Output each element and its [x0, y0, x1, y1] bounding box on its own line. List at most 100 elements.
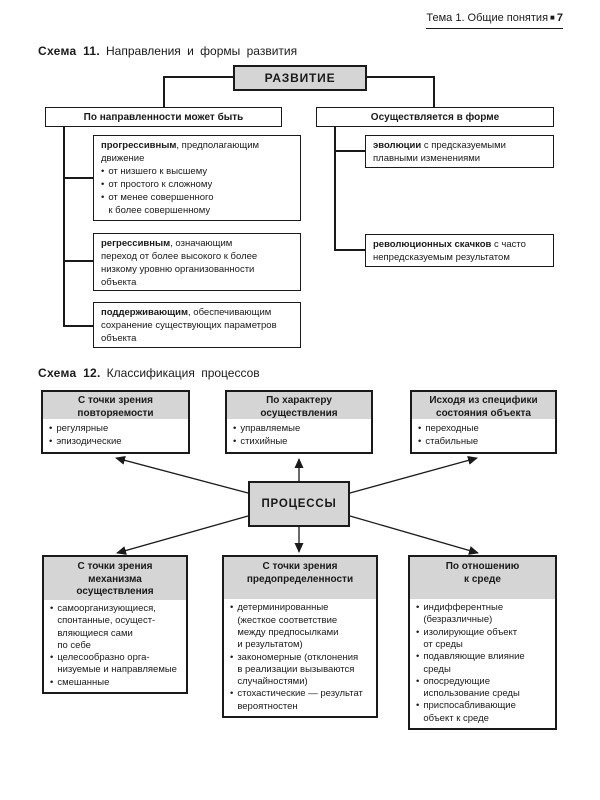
bullet-dot: • [230, 651, 234, 663]
bullet-dot: • [416, 602, 420, 614]
schema11-label: Схема 11. [38, 44, 101, 58]
child-box-revolutionary: революционных скачков с часто непредсказ… [365, 234, 554, 267]
category-box-environment: По отношению к среде •индифферентные (бе… [408, 555, 557, 730]
category-box-repeatability: С точки зрения повторяемости •регулярные… [41, 390, 190, 454]
bullet-item: •закономерные (отклонения в реализации в… [230, 651, 359, 688]
bullet-item: •опосредующие использование среды [416, 675, 520, 700]
term-progressive-desc: , предполагающим движение [101, 140, 260, 164]
arrow-line-up-left [115, 455, 249, 494]
bullet-dot: • [416, 700, 420, 712]
connector-line [334, 127, 336, 250]
bullet-item: •от менее совершенного к более совершенн… [101, 192, 214, 216]
term-evolution-desc: с предсказуемыми плавными изменениями [373, 140, 506, 164]
child-box-evolution: эволюции с предсказуемыми плавными измен… [365, 135, 554, 168]
processes-label: ПРОЦЕССЫ [261, 498, 337, 510]
term-regressive-desc: , означающим переход от более высокого к… [101, 238, 258, 288]
connector-line [334, 150, 365, 152]
bullet-item: •от низшего к высшему [101, 166, 208, 177]
schema11-title: Направления и формы развития [106, 44, 298, 58]
term-revolutionary-desc: с часто непредсказуемым результатом [373, 239, 526, 263]
connector-line [334, 249, 365, 251]
bullet-dot: • [50, 652, 54, 664]
bullet-dot: • [230, 602, 234, 614]
term-regressive: регрессивным [101, 238, 171, 249]
form-branch-label: Осуществляется в форме [370, 111, 500, 123]
bullet-dot: • [233, 423, 237, 434]
bullet-item: •управляемые [233, 423, 301, 434]
bullet-item: •приспосабливающие объект к среде [416, 700, 516, 724]
schema11-caption: Схема 11. Направления и формы развития [38, 44, 297, 58]
bullet-item: •самоорганизующиеся, спонтанные, осущест… [50, 602, 156, 651]
bullet-item: •эпизодические [49, 436, 122, 447]
bullet-dot: • [418, 423, 422, 434]
bullet-item: •смешанные [50, 676, 110, 688]
bullet-item: •стихийные [233, 436, 288, 447]
direction-branch-header: По направленности может быть [45, 107, 282, 127]
bullet-item: •переходные [418, 423, 479, 434]
direction-branch-label: По направленности может быть [83, 111, 244, 123]
connector-line [367, 76, 435, 78]
page-header: Тема 1. Общие понятия■7 [426, 12, 563, 29]
page-header-text: Тема 1. Общие понятия [426, 12, 549, 24]
category-box-character: По характеру осуществления •управляемые … [225, 390, 373, 454]
category-header: По характеру осуществления [227, 392, 371, 419]
schema12-label: Схема 12. [38, 366, 101, 380]
development-root-box: РАЗВИТИЕ [233, 65, 367, 91]
bullet-dot: • [50, 602, 54, 614]
child-box-sustaining: поддерживающим, обеспечивающим сохранени… [93, 302, 301, 348]
bullet-item: •целесообразно орга- низуемые и направля… [50, 652, 177, 676]
term-progressive: прогрессивным [101, 140, 177, 151]
bullet-dot: • [101, 179, 105, 190]
bullet-item: •регулярные [49, 423, 109, 434]
bullet-dot: • [101, 166, 105, 177]
bullet-item: •от простого к сложному [101, 179, 213, 190]
connector-line [63, 260, 93, 262]
bullet-item: •стабильные [418, 436, 479, 447]
arrow-line-up-right [349, 456, 478, 494]
development-root-label: РАЗВИТИЕ [264, 71, 336, 85]
bullet-dot: • [416, 651, 420, 663]
bullet-item: •изолирующие объект от среды [416, 626, 518, 650]
connector-line [163, 76, 233, 78]
schema12-caption: Схема 12. Классификация процессов [38, 366, 260, 380]
bullet-dot: • [49, 423, 53, 434]
bullet-dot: • [50, 676, 54, 688]
category-header: По отношению к среде [410, 557, 555, 600]
bullet-dot: • [101, 192, 105, 203]
connector-line [163, 76, 165, 107]
arrow-line-down-right [349, 515, 479, 555]
child-box-regressive: регрессивным, означающим переход от боле… [93, 233, 301, 291]
child-box-progressive: прогрессивным, предполагающим движение •… [93, 135, 301, 221]
category-box-predetermination: С точки зрения предопределенности •детер… [222, 555, 378, 718]
category-box-object-state: Исходя из специфики состояния объекта •п… [410, 390, 557, 454]
bullet-item: •стохастические — результат вероятностен [230, 688, 363, 712]
bullet-dot: • [416, 675, 420, 687]
processes-center-box: ПРОЦЕССЫ [248, 481, 350, 527]
page-number: 7 [556, 12, 563, 24]
form-branch-header: Осуществляется в форме [316, 107, 554, 127]
schema12-title: Классификация процессов [106, 366, 260, 380]
term-evolution: эволюции [373, 140, 422, 151]
category-header: Исходя из специфики состояния объекта [412, 392, 555, 419]
connector-line [63, 127, 65, 326]
connector-line [433, 76, 435, 107]
category-header: С точки зрения предопределенности [224, 557, 376, 600]
category-header: С точки зрения повторяемости [43, 392, 188, 419]
term-sustaining: поддерживающим [101, 307, 189, 318]
bullet-item: •подавляющие влияние среды [416, 651, 525, 675]
bullet-dot: • [49, 436, 53, 447]
arrow-line-down-left [116, 515, 249, 555]
connector-line [63, 325, 93, 327]
bullet-dot: • [230, 688, 234, 700]
connector-line [63, 177, 93, 179]
bullet-dot: • [416, 626, 420, 638]
square-marker-icon: ■ [550, 13, 555, 22]
bullet-dot: • [418, 436, 422, 447]
category-header: С точки зрения механизма осуществления [44, 557, 186, 600]
term-revolutionary: революционных скачков [373, 239, 492, 250]
bullet-item: •индифферентные (безразличные) [416, 602, 504, 626]
bullet-item: •детерминированные (жесткое соответствие… [230, 602, 339, 651]
bullet-dot: • [233, 436, 237, 447]
category-box-mechanism: С точки зрения механизма осуществления •… [42, 555, 188, 694]
